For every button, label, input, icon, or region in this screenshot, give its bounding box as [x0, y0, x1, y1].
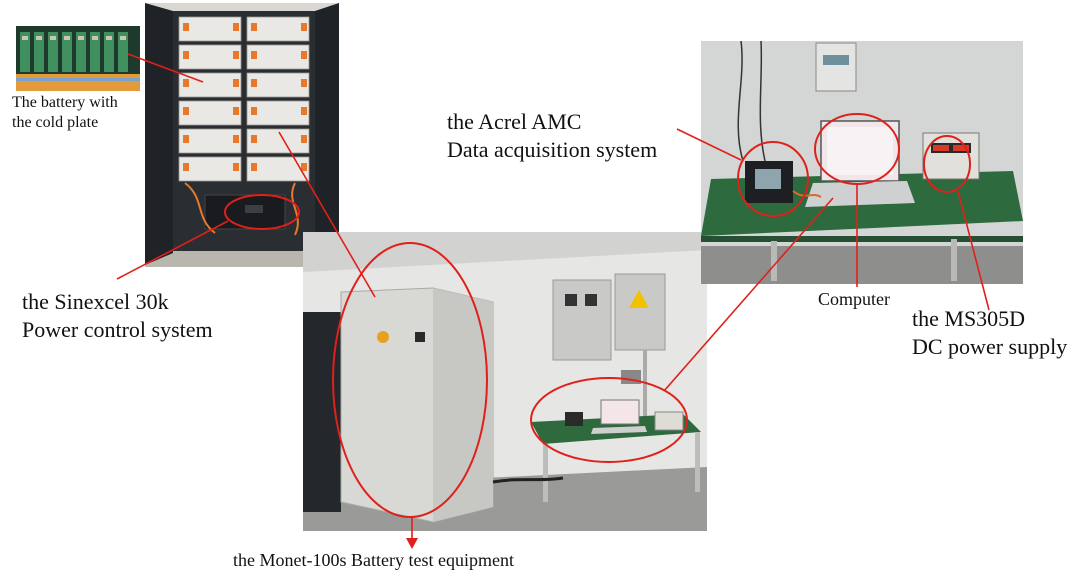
- computer-label: Computer: [818, 289, 890, 309]
- monet-label: the Monet-100s Battery test equipment: [233, 550, 514, 570]
- acrel-label: the Acrel AMC Data acquisition system: [447, 109, 658, 162]
- battery-cold-plate-label: The battery with the cold plate: [12, 94, 118, 131]
- sinexcel-label: the Sinexcel 30k Power control system: [22, 289, 213, 342]
- lab-room-photo: [303, 232, 707, 531]
- cold-plate-inset-photo: [16, 26, 140, 91]
- battery-cabinet-photo: [145, 3, 339, 267]
- test-bench-photo: [701, 41, 1023, 284]
- monet-arrowhead: [406, 538, 418, 549]
- ms305d-label: the MS305D DC power supply: [912, 306, 1068, 359]
